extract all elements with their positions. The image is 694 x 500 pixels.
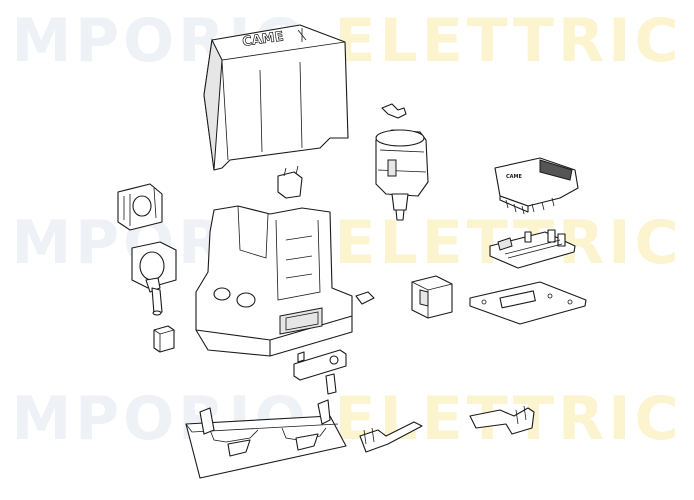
gear-assembly-part[interactable] <box>131 241 177 316</box>
pinion-gear-part[interactable] <box>117 183 163 231</box>
rack-bracket-right-part[interactable] <box>469 405 535 435</box>
motor-part[interactable] <box>375 129 429 221</box>
circuit-board-part[interactable] <box>489 229 576 269</box>
gearbox-housing-part[interactable] <box>195 205 353 357</box>
limit-switch-part[interactable] <box>277 165 303 199</box>
cover-part[interactable]: CAME <box>203 24 349 171</box>
rack-bracket-left-part[interactable] <box>359 421 423 453</box>
control-unit-logo: CAME <box>506 174 523 180</box>
lock-assembly-part[interactable] <box>293 349 347 395</box>
release-knob-part[interactable] <box>153 325 175 353</box>
transformer-part[interactable] <box>411 275 453 319</box>
cover-logo: CAME <box>241 29 284 50</box>
mounting-plate-part[interactable] <box>469 281 587 325</box>
watermark-accent-text: ELETTRIC <box>334 6 683 76</box>
foundation-plate-part[interactable] <box>185 399 347 479</box>
control-unit-part[interactable]: CAME <box>494 157 579 215</box>
motor-screw-part[interactable] <box>381 103 407 119</box>
small-bracket-part[interactable] <box>355 291 375 305</box>
